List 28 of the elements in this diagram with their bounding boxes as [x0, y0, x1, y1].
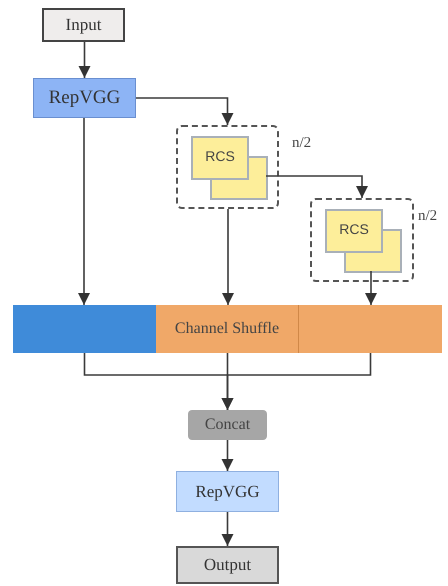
process-box: [188, 410, 267, 440]
repeat-count: n/2: [292, 134, 312, 153]
stacked-blocks: [191, 136, 268, 200]
arrow: [365, 271, 377, 305]
process-box: [176, 471, 279, 512]
node-label: Channel Shuffle: [174, 319, 280, 339]
arrow: [266, 175, 368, 198]
arrow: [222, 353, 372, 410]
arrow: [136, 97, 234, 125]
node-label: RCS: [204, 148, 236, 166]
group-box: [176, 125, 279, 209]
node-label: Input: [66, 14, 102, 36]
repeat-count: n/2: [418, 207, 438, 226]
node-label: RCS: [338, 221, 370, 238]
node-label: Concat: [204, 415, 250, 435]
node-label: RepVGG: [48, 86, 120, 110]
node-label: Output: [204, 554, 252, 576]
arrow: [222, 440, 234, 471]
node-label: RepVGG: [195, 480, 260, 502]
arrow: [78, 42, 90, 78]
output-box: [176, 546, 279, 584]
group-box: [310, 198, 414, 282]
arrow: [222, 209, 234, 305]
stacked-blocks: [325, 209, 402, 273]
arrow: [78, 118, 90, 305]
input-box: [42, 8, 125, 42]
process-box: [33, 78, 136, 118]
arrow: [222, 512, 234, 546]
